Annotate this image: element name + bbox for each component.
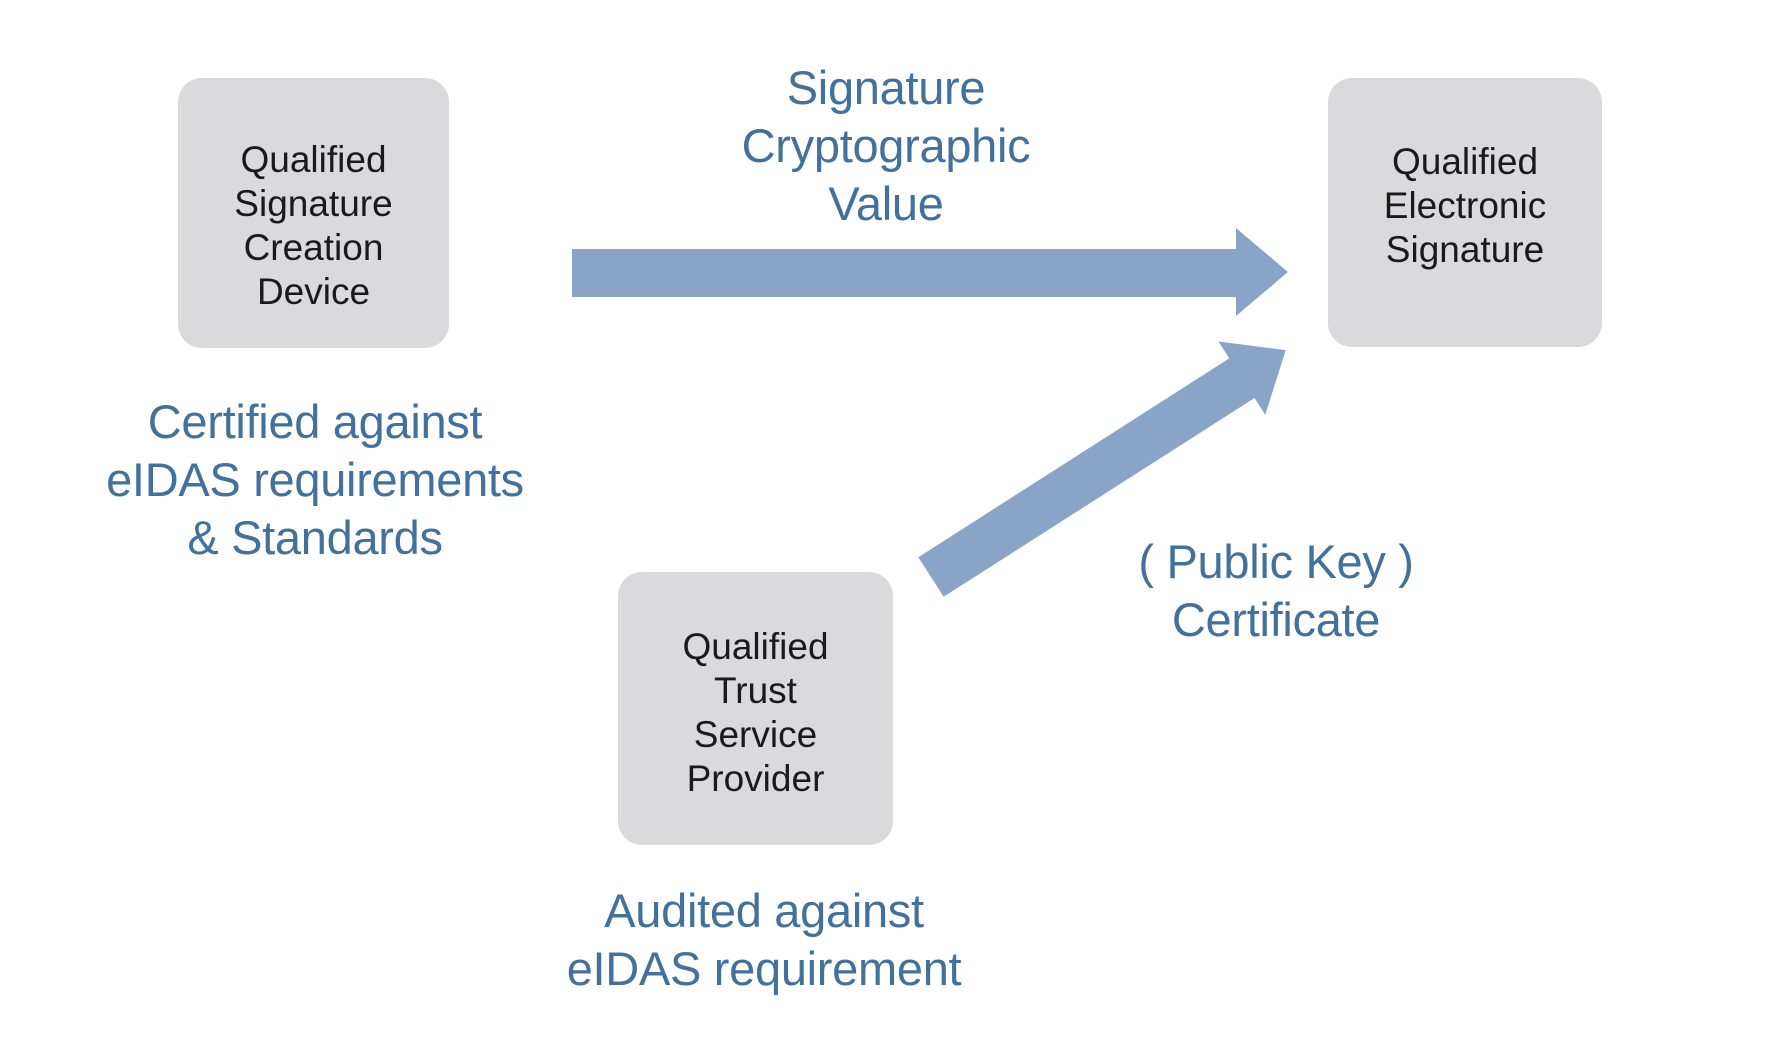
label-public-key-certificate: ( Public Key ) Certificate <box>1016 533 1536 649</box>
node-line: Provider <box>686 757 825 799</box>
node-line: Trust <box>714 669 797 711</box>
node-line: Electronic <box>1383 184 1547 226</box>
label-line: Signature <box>786 61 986 114</box>
node-line: Creation <box>243 227 384 268</box>
node-line: Qualified <box>240 139 387 180</box>
label-signature-cryptographic-value: Signature Cryptographic Value <box>586 59 1186 233</box>
node-line: Device <box>256 271 371 312</box>
node-qualified-trust-service-provider: Qualified Trust Service Provider <box>618 572 893 845</box>
label-line: ( Public Key ) <box>1138 535 1414 588</box>
label-line: Value <box>828 177 944 230</box>
node-line: Signature <box>234 183 393 224</box>
label-line: eIDAS requirements <box>106 453 524 506</box>
label-line: Cryptographic <box>741 119 1031 172</box>
label-line: & Standards <box>187 511 443 564</box>
node-line: Qualified <box>1391 140 1539 182</box>
label-line: Certificate <box>1171 593 1381 646</box>
node-line: Signature <box>1385 228 1545 270</box>
label-line: eIDAS requirement <box>566 942 962 995</box>
label-line: Audited against <box>604 884 924 937</box>
certificate-arrow <box>918 341 1286 597</box>
node-line: Service <box>693 713 818 755</box>
node-line: Qualified <box>682 625 829 667</box>
label-certified-against-eidas: Certified against eIDAS requirements & S… <box>55 393 575 567</box>
label-line: Certified against <box>147 395 483 448</box>
label-audited-against-eidas: Audited against eIDAS requirement <box>464 882 1064 998</box>
node-qualified-electronic-signature: Qualified Electronic Signature <box>1328 78 1602 347</box>
signature-value-arrow <box>572 228 1288 316</box>
node-qualified-signature-creation-device: Qualified Signature Creation Device <box>178 78 449 348</box>
